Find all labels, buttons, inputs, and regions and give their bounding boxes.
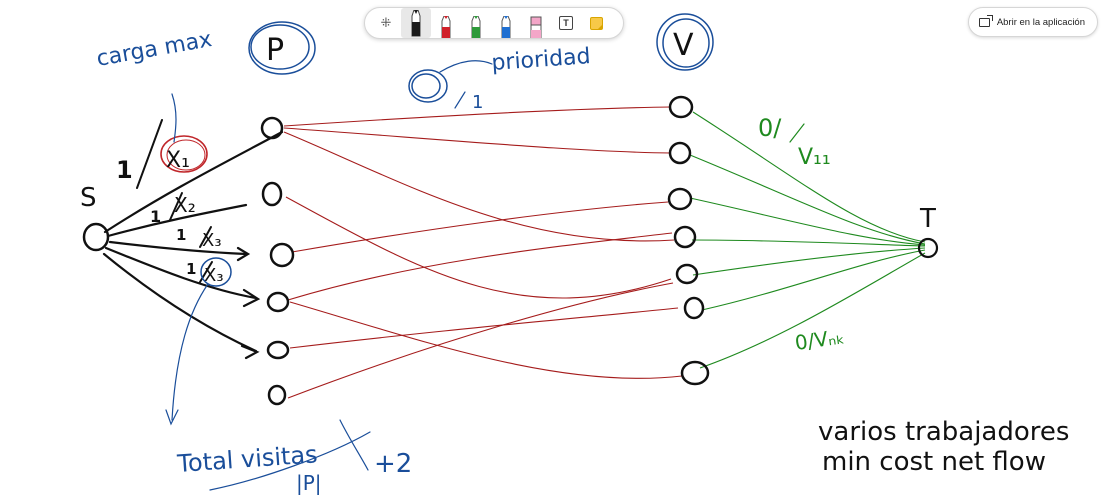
- open-in-app-icon: [978, 14, 993, 27]
- sticky-note-icon: [589, 16, 603, 30]
- pen-black-tool[interactable]: [401, 8, 431, 38]
- capacity-2: 1: [150, 207, 161, 226]
- s-label: S: [80, 183, 97, 213]
- pen-icon: [441, 16, 451, 38]
- pen-icon: [501, 16, 511, 38]
- capacity-4: 1: [186, 260, 196, 278]
- open-in-app-button[interactable]: Abrir en la aplicación: [967, 7, 1098, 37]
- black-edges: [102, 130, 284, 360]
- node-v-5: [675, 263, 699, 285]
- pen-icon: [471, 16, 481, 38]
- node-v-7: [680, 360, 710, 386]
- x3a-label: X₃: [202, 230, 222, 251]
- open-in-app-label: Abrir en la aplicación: [996, 16, 1085, 28]
- move-tool[interactable]: ⁜: [371, 8, 401, 38]
- node-v-6: [683, 296, 705, 320]
- note-line-2: min cost net flow: [822, 447, 1046, 477]
- red-edges: [283, 106, 683, 399]
- carga-max-label: carga max: [95, 27, 214, 72]
- total-p-label: |P|: [296, 471, 322, 495]
- highlighter-icon: [530, 16, 542, 38]
- pen-red-tool[interactable]: [431, 8, 461, 38]
- node-p-4: [266, 291, 290, 313]
- sticky-note-tool[interactable]: [581, 8, 611, 38]
- x1-label: X₁: [166, 148, 190, 173]
- capacity-1: 1: [116, 156, 133, 184]
- node-s: [82, 222, 110, 252]
- flow-bottom-label: 0/Vₙₖ: [793, 324, 845, 355]
- drawing-toolbar: ⁜ T: [364, 7, 624, 39]
- blue-strokes: [165, 60, 493, 491]
- p-nodes: [260, 116, 295, 406]
- prioridad-one: 1: [472, 92, 483, 113]
- node-p-6: [267, 384, 287, 406]
- green-edges: [689, 111, 926, 369]
- move-icon: ⁜: [380, 15, 392, 30]
- flow-top-label: 0/: [758, 114, 782, 142]
- x1-red-circle: [160, 135, 208, 173]
- text-box-icon: T: [559, 16, 573, 30]
- node-v-4: [673, 225, 697, 249]
- v-nodes: [667, 95, 710, 386]
- x3b-label: X₃: [204, 265, 224, 286]
- pen-green-tool[interactable]: [461, 8, 491, 38]
- v-label: V: [673, 28, 694, 63]
- node-v-3: [667, 187, 693, 211]
- plus-two-label: +2: [374, 449, 412, 479]
- pen-blue-tool[interactable]: [491, 8, 521, 38]
- text-tool[interactable]: T: [551, 8, 581, 38]
- node-p-2: [261, 181, 283, 207]
- node-t: [917, 237, 939, 259]
- capacity-3: 1: [176, 226, 186, 244]
- node-p-5: [266, 340, 290, 360]
- pen-icon: [411, 10, 421, 37]
- v11-label: V₁₁: [798, 145, 831, 170]
- node-v-2: [668, 141, 692, 165]
- prioridad-label: prioridad: [491, 44, 592, 76]
- blue-circles: [200, 13, 714, 287]
- node-v-1: [668, 95, 694, 119]
- x2-label: X₂: [174, 193, 196, 217]
- highlighter-pink-tool[interactable]: [521, 8, 551, 38]
- p-label: P: [266, 33, 284, 68]
- node-p-3: [269, 242, 295, 268]
- node-p-1: [260, 116, 284, 140]
- note-line-1: varios trabajadores: [818, 417, 1069, 447]
- t-label: T: [919, 204, 936, 234]
